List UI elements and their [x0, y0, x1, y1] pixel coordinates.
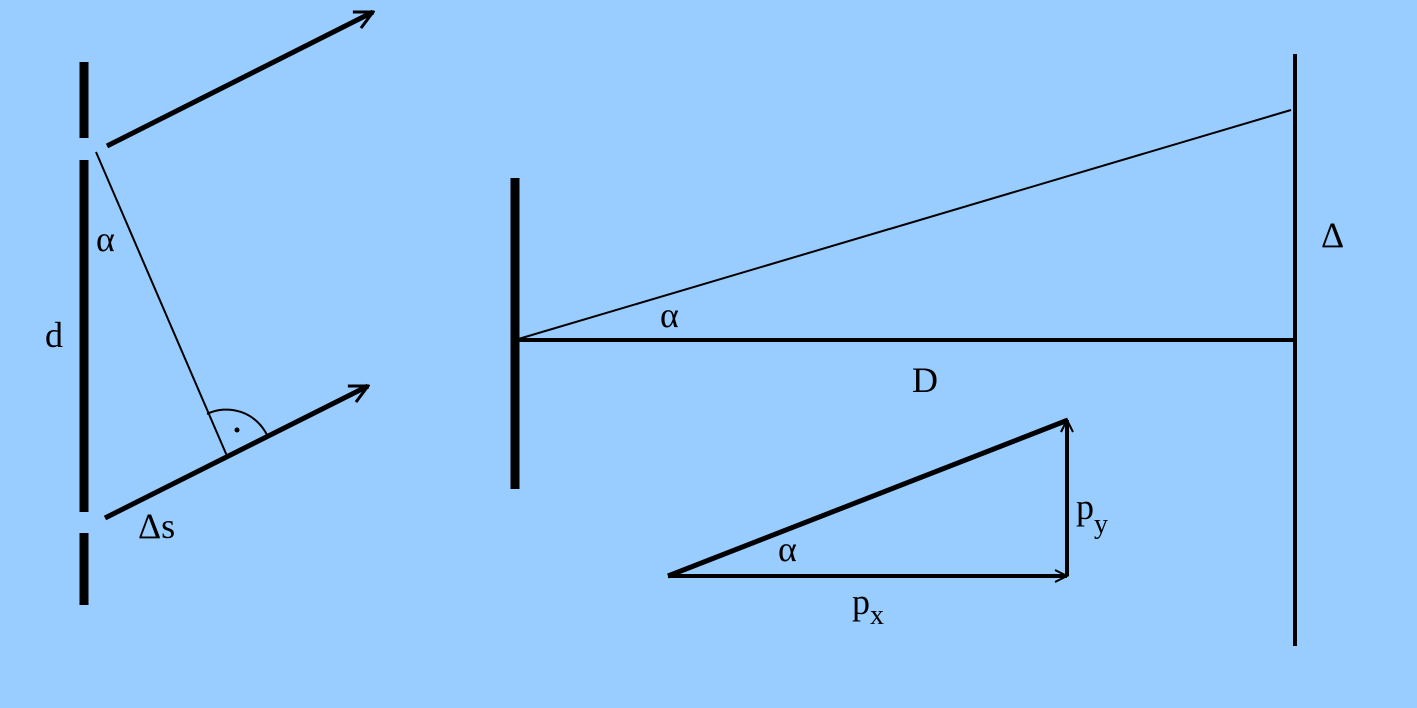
px-label-base: p [852, 582, 870, 622]
px-label: px [852, 582, 884, 631]
left-angle-label: α [96, 219, 115, 259]
upper-ray-arrow [105, 9, 373, 149]
right-angle-dot [234, 427, 240, 433]
right-angle-arc [206, 408, 268, 436]
path-difference-label: Δs [138, 506, 175, 546]
perpendicular-line [95, 151, 228, 457]
momentum-hypotenuse [667, 417, 1069, 579]
screen-distance-label: D [912, 360, 938, 400]
py-label-subscript: y [1094, 509, 1108, 540]
screen-offset-label: Δ [1321, 215, 1344, 255]
slit-distance-label: d [45, 315, 63, 355]
momentum-angle-label: α [778, 529, 797, 569]
oblique-ray [514, 109, 1292, 341]
py-label-base: p [1076, 487, 1094, 527]
px-label-subscript: x [870, 600, 884, 631]
lower-ray-arrow [103, 383, 368, 521]
momentum-triangle: α px py [667, 417, 1108, 631]
py-label: py [1076, 487, 1108, 540]
screen-angle-label: α [660, 295, 679, 335]
screen-figure: α D Δ [510, 54, 1344, 646]
double-slit-figure: α d Δs [45, 9, 373, 605]
